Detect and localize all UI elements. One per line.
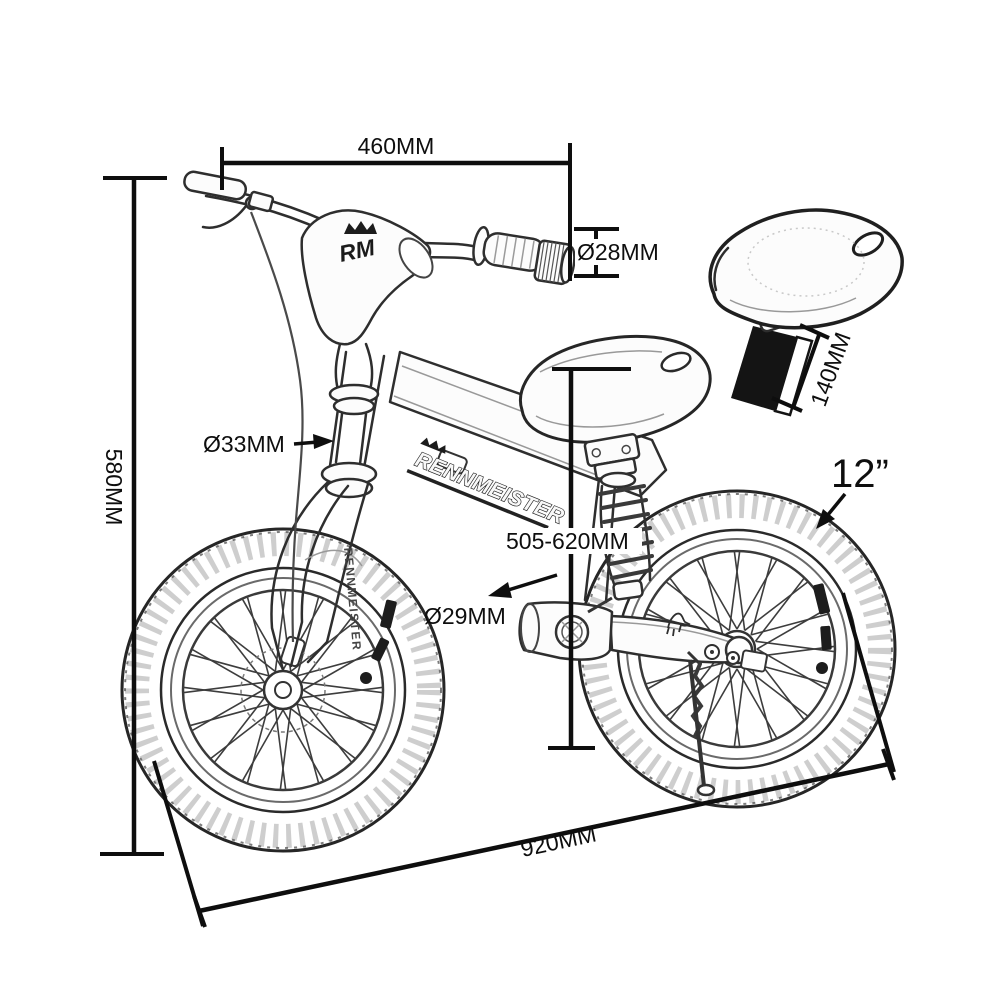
swingarm (518, 601, 768, 673)
grip-diameter-label: Ø28MM (577, 239, 659, 265)
brake-lever (201, 204, 248, 229)
dimension-grip-diameter: Ø28MM (574, 227, 663, 278)
brake-cable (249, 211, 304, 643)
front-wheel (120, 527, 446, 853)
rear-rim-stickers (812, 583, 832, 674)
rear-brake-caliper (740, 649, 768, 673)
detached-seat-handle-hole (851, 231, 885, 257)
wheel-size-label: 12” (831, 452, 889, 496)
right-grip (472, 225, 576, 286)
detached-seat (708, 208, 904, 330)
dimension-handlebar-width: 460MM (220, 133, 572, 281)
dimension-steerer-diameter: Ø33MM (203, 431, 334, 457)
front-rim-stickers (360, 599, 397, 684)
seat-handle-hole (660, 351, 692, 373)
rear-shock (587, 471, 654, 614)
dimension-overall-height: 580MM (100, 176, 167, 856)
handlebar (183, 170, 576, 286)
dimension-seat-height-range: 505-620MM (504, 367, 642, 750)
dimension-frame-tube-diameter: Ø29MM (424, 573, 558, 629)
seat-assembly (519, 334, 712, 614)
handlebar-width-label: 460MM (358, 133, 435, 159)
overall-length-label: 920MM (518, 820, 598, 861)
head-pad: RM (300, 209, 434, 466)
grip-end-cap (533, 239, 576, 286)
front-rim (170, 577, 396, 803)
seat-height-range-label: 505-620MM (506, 528, 629, 554)
dimension-wheel-size: 12” (816, 452, 889, 529)
detached-seat-assembly (708, 208, 904, 417)
kickstand (686, 650, 716, 797)
seatpost-stripe (773, 335, 814, 417)
left-grip (183, 170, 248, 201)
steerer-diameter-label: Ø33MM (203, 431, 285, 457)
front-spokes (182, 589, 384, 791)
overall-height-label: 580MM (101, 449, 127, 526)
frame-tube-diameter-label: Ø29MM (424, 603, 506, 629)
frame-fold-clamp (436, 449, 468, 475)
dino-doodle (666, 612, 691, 637)
